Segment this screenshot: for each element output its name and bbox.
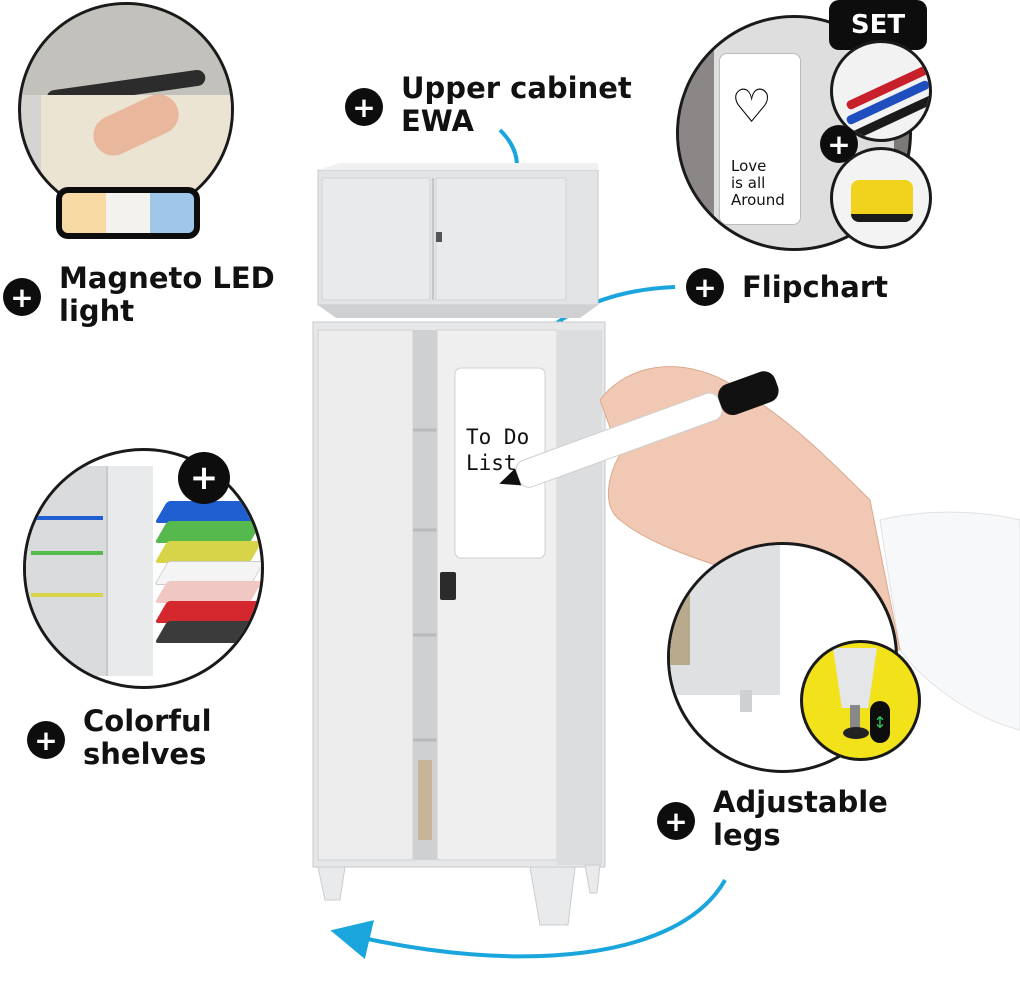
plus-icon-upper-cabinet: + — [345, 88, 383, 126]
label-shelves: + Colorful shelves — [27, 705, 212, 771]
marker — [499, 371, 779, 488]
upper-cabinet-line-2: EWA — [401, 104, 474, 138]
left-door — [317, 329, 414, 861]
set-badge-label: SET — [850, 10, 906, 40]
shelves-line-2: shelves — [83, 737, 207, 771]
label-upper-cabinet: + Upper cabinet EWA — [345, 72, 632, 138]
led-light-photo — [18, 2, 234, 218]
whiteboard-line-2: List — [466, 451, 517, 475]
led-light-line-2: light — [59, 294, 135, 328]
leg-right — [529, 866, 576, 926]
flipchart-line-1: Love — [731, 157, 767, 175]
plus-icon-legs: + — [657, 802, 695, 840]
label-flipchart: + Flipchart — [686, 268, 888, 306]
flipchart-line: Flipchart — [742, 269, 889, 304]
flipchart-text: Love is all Around — [731, 158, 785, 209]
markers-photo — [830, 40, 932, 142]
leg-adjust-badge: ↕ — [800, 640, 921, 761]
flipchart-line-2: is all — [731, 174, 766, 192]
plus-icon-shelves-photo: + — [178, 452, 230, 504]
shelf-stack — [154, 501, 261, 643]
led-light-line-1: Magneto LED — [59, 261, 275, 295]
arrow-legs — [330, 879, 727, 960]
plus-icon-shelves: + — [27, 721, 65, 759]
shelves-line-1: Colorful — [83, 704, 212, 738]
side-panel — [557, 330, 602, 865]
whiteboard-line-1: To Do — [466, 425, 530, 449]
leg-left — [317, 866, 346, 901]
cabinet-lock — [440, 572, 456, 600]
heart-icon: ♡ — [731, 79, 773, 133]
flipchart-line-3: Around — [731, 191, 785, 209]
upper-cabinet-top — [318, 163, 598, 170]
whiteboard-text: To Do List — [466, 424, 529, 476]
plus-icon-led-light: + — [3, 278, 41, 316]
plus-icon-flipchart: + — [686, 268, 724, 306]
legs-line-2: legs — [713, 818, 781, 852]
legs-line-1: Adjustable — [713, 785, 888, 819]
led-color-swatch — [56, 187, 200, 239]
flipchart-board — [719, 53, 801, 225]
upper-cabinet-line-1: Upper cabinet — [401, 71, 632, 105]
label-led-light: + Magneto LED light — [3, 262, 275, 328]
label-legs: + Adjustable legs — [657, 786, 888, 852]
up-down-arrow-icon: ↕ — [870, 701, 890, 743]
eraser-photo — [830, 147, 932, 249]
